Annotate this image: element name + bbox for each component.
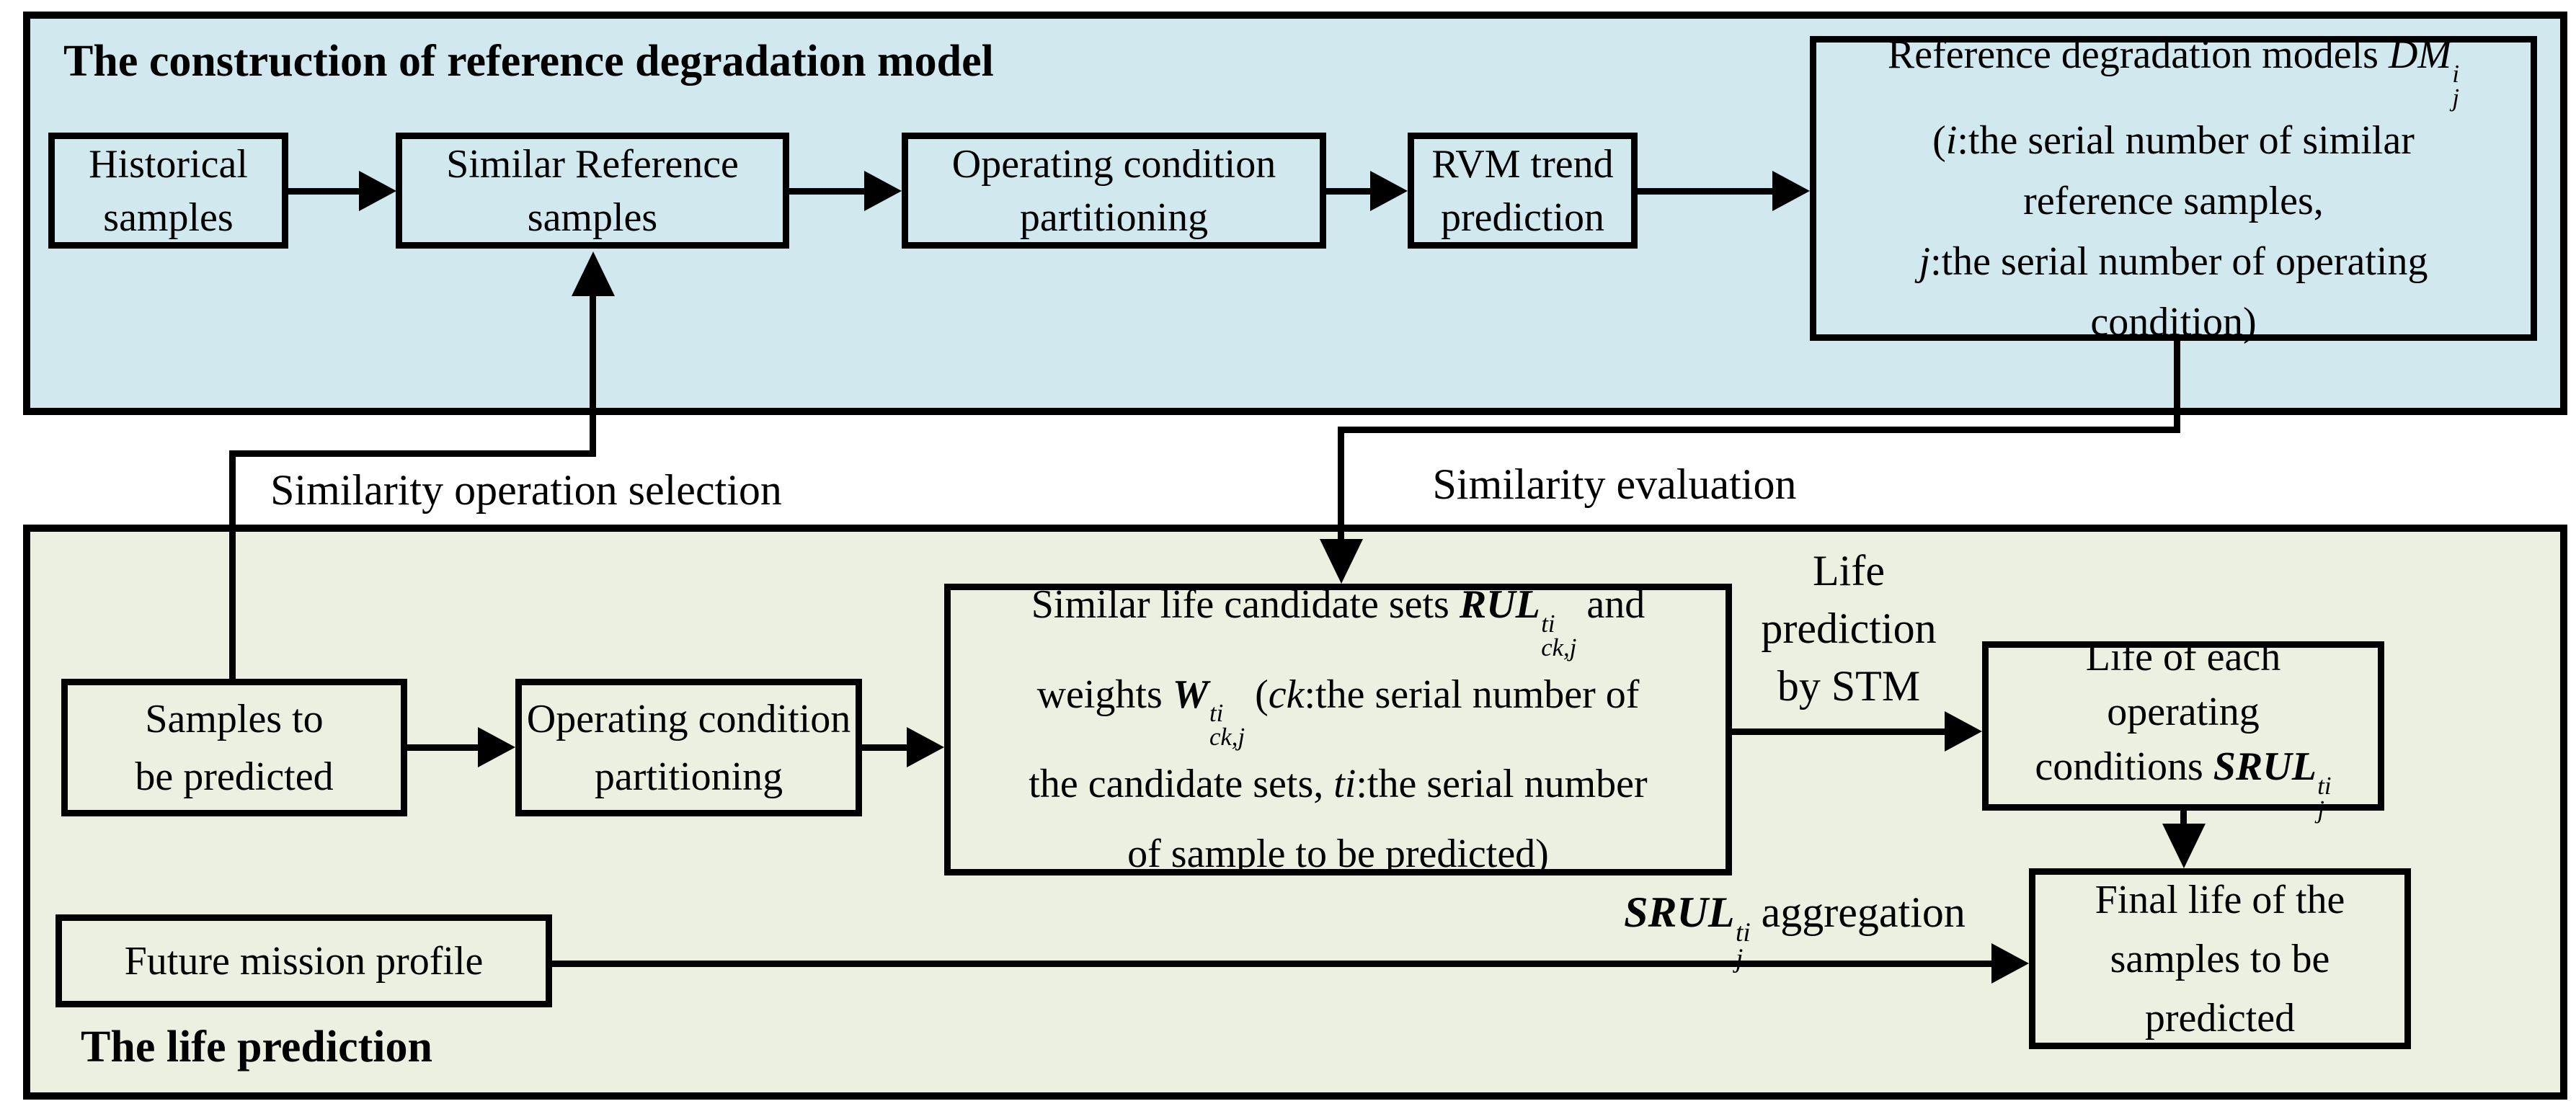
arrow-rvm-to-models-shaft [1638,188,1774,195]
arrow-historical-to-similar-shaft [288,188,360,195]
text-line: prediction [1761,605,1937,652]
arrow-candidate-to-life-each-head [1945,711,1982,752]
bottom-section-title: The life prediction [81,1022,432,1071]
arrow-candidate-to-life-each-shaft [1732,728,1946,735]
box-operating-condition-partitioning-top: Operating condition partitioning [902,133,1326,249]
text-line: (i:the serial number of similar [1932,117,2415,163]
arrow-operating-to-candidate-shaft [862,744,908,751]
connector-evaluation-vertical-left [1338,427,1344,542]
box-historical-samples: Historical samples [48,133,288,249]
box-operating-condition-partitioning-bottom: Operating condition partitioning [515,679,862,816]
text-line: of sample to be predicted) [1127,831,1549,876]
box-samples-to-be-predicted: Samples to be predicted [61,679,407,816]
connector-evaluation-arrowhead [1320,539,1363,584]
connector-selection-arrowhead [572,251,615,296]
box-rvm-trend-prediction: RVM trend prediction [1408,133,1638,249]
text-line: the candidate sets, ti:the serial number [1029,761,1648,806]
arrow-samples-to-operating-head [478,727,515,767]
arrow-similar-to-operating-head [864,171,902,211]
label-similarity-evaluation: Similarity evaluation [1432,460,1797,508]
text-line: Similar Reference [446,141,739,187]
label-life-prediction-by-stm: Life prediction by STM [1741,542,1957,715]
text-line: condition) [2090,299,2257,344]
arrow-operating-to-candidate-head [907,727,944,767]
connector-selection-vertical-right [590,292,596,457]
text-line: Life [1813,547,1885,594]
connector-evaluation-horizontal [1338,427,2180,433]
arrow-operating-to-rvm-shaft [1326,188,1372,195]
text-line: Final life of the [2095,877,2345,922]
box-future-mission-profile: Future mission profile [55,914,552,1007]
text-line: samples [527,195,658,240]
text-line: reference samples, [2023,178,2324,223]
arrow-rvm-to-models-head [1772,171,1810,211]
connector-selection-vertical-left [229,450,236,679]
text-line: by STM [1777,662,1921,710]
text-line: Life of each [2085,635,2281,680]
text-line: partitioning [1019,195,1209,240]
arrow-samples-to-operating-shaft [407,744,481,751]
arrow-life-each-to-final-head [2162,824,2206,868]
text-line: Historical [89,141,248,187]
arrow-similar-to-operating-shaft [789,188,866,195]
text-line: Samples to [145,696,324,741]
text-line: j:the serial number of operating [1919,239,2428,284]
arrow-life-each-to-final-shaft [2180,811,2187,832]
text-line: operating [2107,690,2260,735]
text-line: partitioning [594,754,783,799]
text-line: Operating condition [526,696,851,741]
arrow-historical-to-similar-head [359,171,396,211]
arrow-future-to-final-shaft [552,961,1993,967]
text-line: Future mission profile [124,938,484,984]
text-line: predicted [2144,995,2296,1041]
text-line: be predicted [135,754,334,799]
text-line: prediction [1440,195,1605,240]
text-line: samples [103,195,234,240]
arrow-operating-to-rvm-head [1370,171,1408,211]
box-final-life-of-samples: Final life of the samples to be predicted [2029,868,2411,1049]
text-line: Operating condition [951,141,1276,187]
connector-evaluation-vertical-right [2174,341,2180,433]
connector-selection-horizontal [229,450,596,457]
top-section-title: The construction of reference degradatio… [63,37,994,86]
text-line: samples to be [2110,936,2330,981]
label-similarity-operation-selection: Similarity operation selection [270,466,782,514]
arrow-future-to-final-head [1991,943,2029,984]
box-similar-reference-samples: Similar Reference samples [396,133,789,249]
text-line: RVM trend [1431,141,1614,187]
